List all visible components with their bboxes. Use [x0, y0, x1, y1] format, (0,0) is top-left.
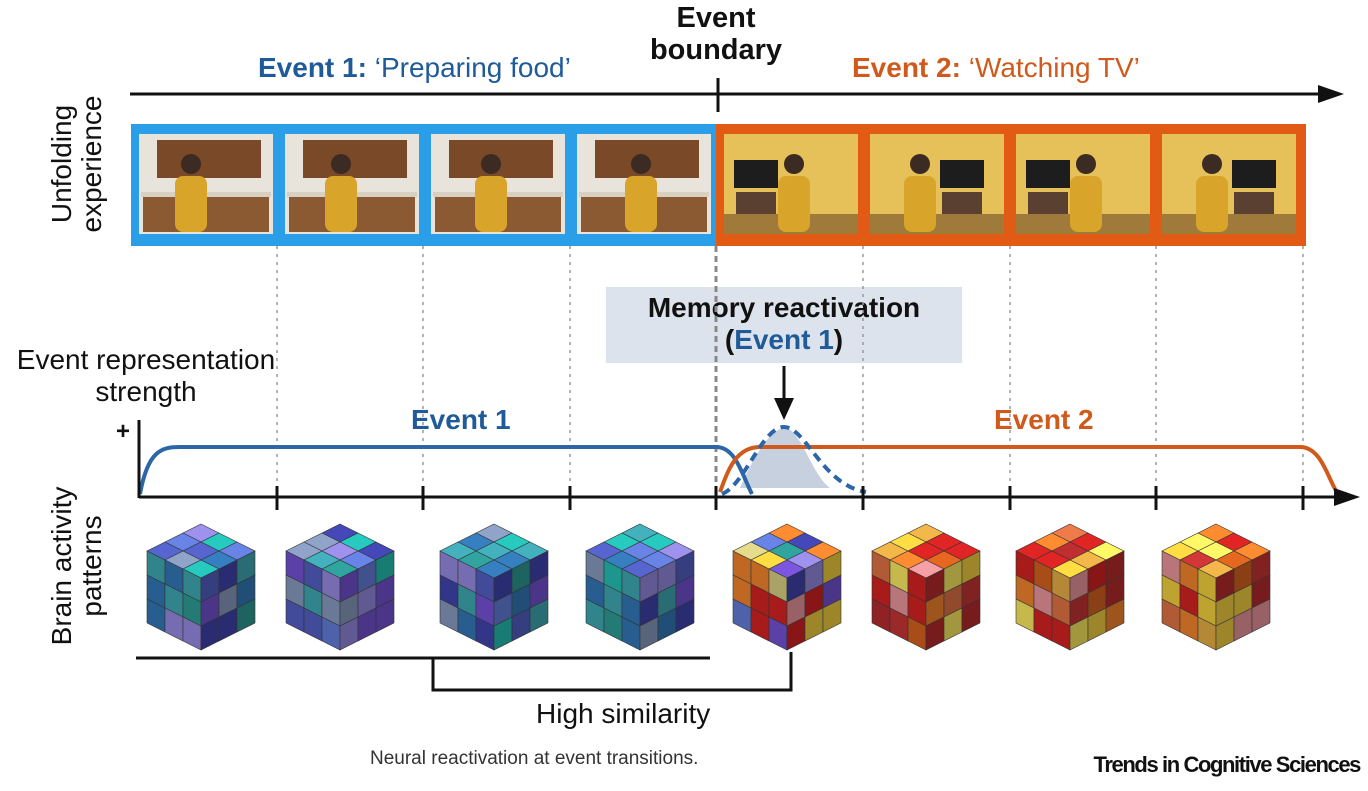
brain-pattern-cube — [732, 523, 842, 651]
figure-caption: Neural reactivation at event transitions… — [370, 748, 699, 769]
axis-ticks — [275, 486, 1305, 510]
brain-pattern-cube — [871, 523, 981, 651]
frame-kitchen-counter — [431, 134, 565, 234]
brain-pattern-cube — [1015, 523, 1125, 651]
paren-close: ) — [833, 324, 844, 355]
brain-pattern-cube — [285, 523, 395, 651]
event1-strength-curve — [138, 445, 754, 495]
representation-strength-label: Event representation strength — [16, 344, 276, 407]
event2-header: Event 2: ‘Watching TV’ — [852, 52, 1140, 84]
event1-header: Event 1: ‘Preparing food’ — [258, 52, 571, 84]
memory-reactivation-event: (Event 1) — [606, 324, 962, 356]
frame-kitchen-preparing — [577, 134, 711, 234]
similarity-bracket — [431, 652, 793, 692]
event1-header-label: Event 1: — [258, 52, 367, 83]
frame-living-room-standing — [870, 134, 1004, 234]
frame-living-room-using-remote — [1162, 134, 1296, 234]
frame-kitchen-opening-cabinet — [285, 134, 419, 234]
brain-activity-cubes — [146, 523, 1271, 651]
brain-pattern-cube — [146, 523, 256, 651]
frame-living-room-entering — [724, 134, 858, 234]
reactivation-fill — [740, 428, 830, 488]
event2-curve-label: Event 2 — [994, 404, 1094, 435]
brain-pattern-cube — [439, 523, 549, 651]
brain-pattern-cube — [1161, 523, 1271, 651]
high-similarity-label: High similarity — [536, 698, 711, 729]
event-boundary-label: Event boundary — [649, 2, 783, 66]
event1-curve-label: Event 1 — [411, 404, 511, 435]
axis-plus-label: + — [116, 418, 131, 445]
reactivation-arrow-head — [774, 398, 794, 420]
paren-open: ( — [724, 324, 735, 355]
frame-living-room-turning-on-tv — [1016, 134, 1150, 234]
timeline-arrowhead — [1318, 85, 1344, 103]
journal-logo: Trends in Cognitive Sciences — [1093, 752, 1362, 777]
brain-pattern-cube — [585, 523, 695, 651]
strength-axis-arrowhead — [1334, 488, 1360, 506]
event2-strength-curve — [718, 445, 1340, 496]
video-frames — [139, 134, 1296, 234]
event1-reactivation-curve — [721, 424, 867, 496]
event2-header-name: ‘Watching TV’ — [968, 52, 1140, 83]
frame-kitchen-reaching-cabinet — [139, 134, 273, 234]
event1-header-name: ‘Preparing food’ — [374, 52, 571, 83]
memory-reactivation-box: Memory reactivation (Event 1) — [606, 287, 962, 363]
memory-event-label: Event 1 — [734, 324, 834, 355]
memory-reactivation-title: Memory reactivation — [647, 292, 921, 323]
event2-header-label: Event 2: — [852, 52, 961, 83]
